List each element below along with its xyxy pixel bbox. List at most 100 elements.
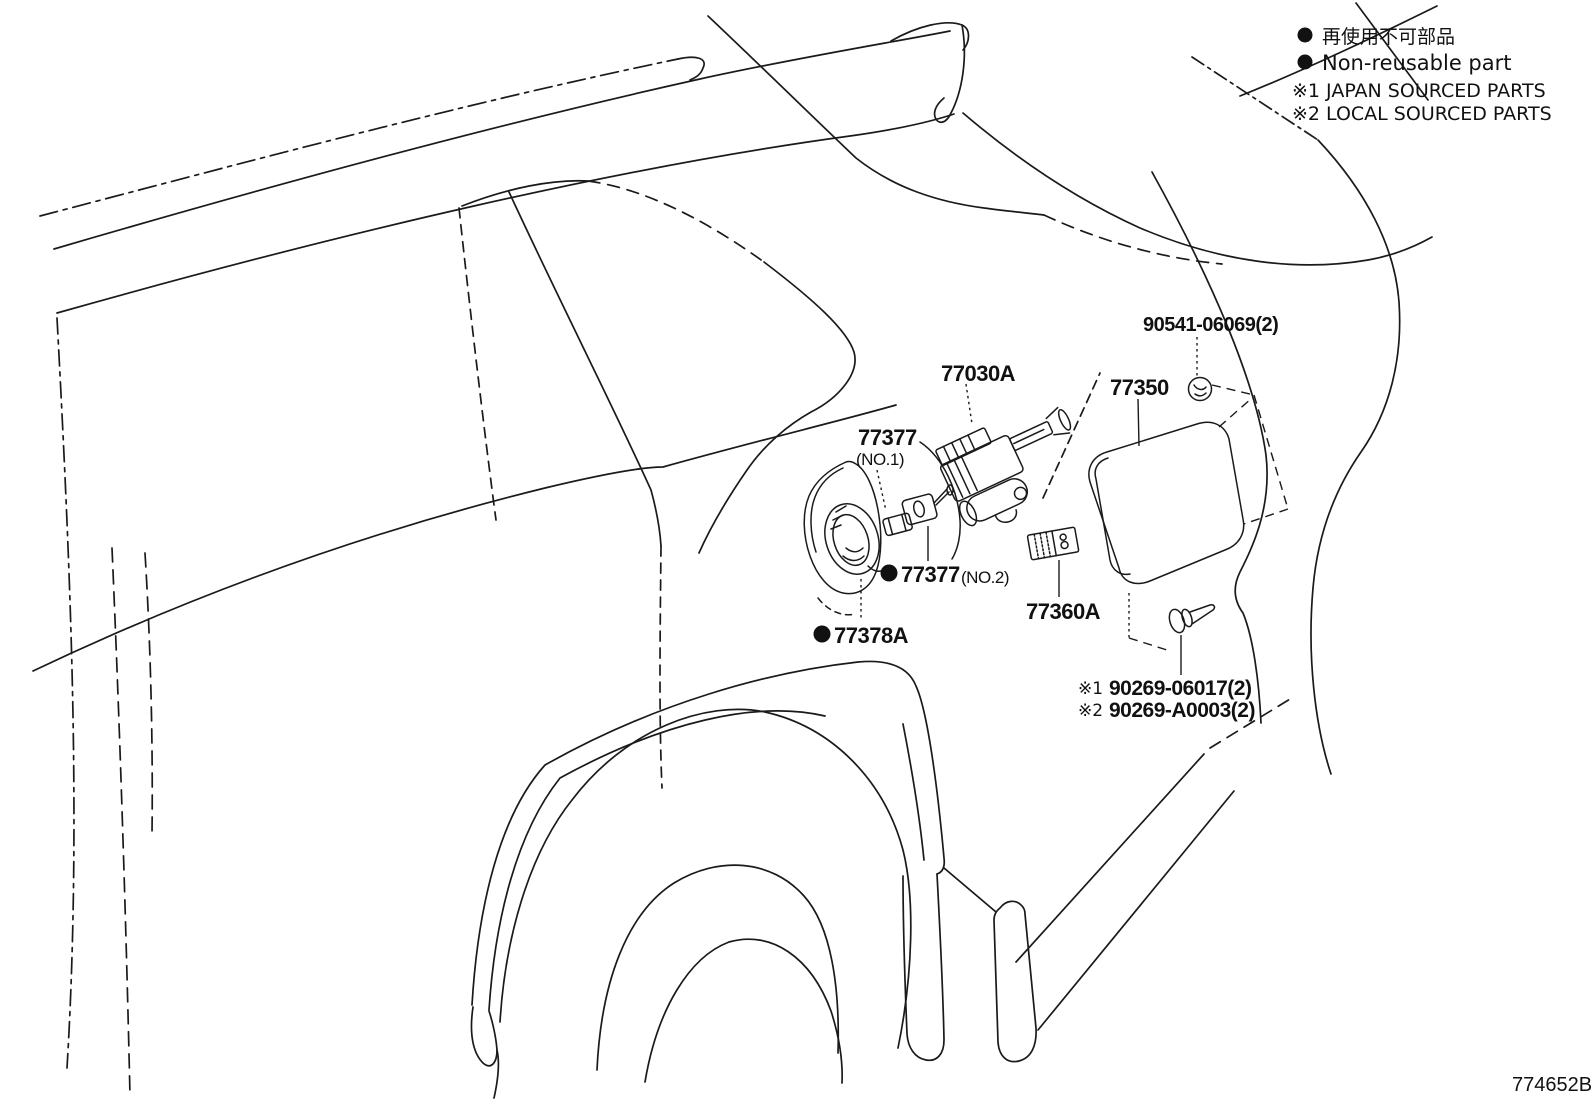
projection-dash-top: [1211, 384, 1255, 396]
screw-shaft: [1189, 604, 1216, 625]
lock-top-ribs: [942, 434, 976, 463]
part-label-77377-no1: 77377: [858, 425, 917, 450]
part-labels: 90541-06069(2) 77030A 77350 77377 (NO.1)…: [813, 314, 1279, 722]
name-label-glyph-top: [1059, 533, 1067, 541]
leader-77030A: [965, 383, 973, 425]
grommet-body: [1187, 376, 1213, 402]
plunger-pin: [933, 488, 950, 506]
wheel-liner-arc: [644, 938, 843, 1084]
cushion-no2-hole: [912, 500, 926, 518]
screw-part: [1168, 604, 1216, 634]
part-label-77350: 77350: [1110, 375, 1169, 400]
non-reusable-dot-77378A: [813, 625, 831, 643]
part-label-77030A: 77030A: [941, 361, 1016, 386]
door-hidden-edge-2: [111, 547, 131, 1097]
lock-motor-body: [939, 434, 1024, 502]
cushion-no2-part: [901, 493, 938, 526]
housing-ribs: [830, 505, 847, 530]
quarter-panel-hidden-line: [659, 545, 663, 789]
bumper-top-edge-1: [1015, 753, 1205, 963]
housing-inner-edge: [810, 467, 844, 553]
door-hidden-edge-1: [56, 317, 75, 1069]
roof-rail-hidden-line: [39, 58, 679, 217]
fuel-lid-outline: [1088, 421, 1245, 585]
screw-head: [1168, 608, 1186, 634]
part-label-90541: 90541-06069(2): [1143, 314, 1278, 336]
flare-band-inner: [488, 710, 826, 1011]
lock-bracket-u: [994, 509, 1018, 524]
flare-band-outer: [471, 660, 946, 1006]
projection-dash-return: [1243, 508, 1289, 525]
part-label-77377-no2: 77377: [901, 562, 960, 587]
grommet-part: [1187, 376, 1213, 402]
non-reusable-dot-77377: [880, 564, 898, 582]
vehicle-outline: [32, 2, 1438, 1099]
sail-panel-hook: [698, 261, 856, 554]
part-label-90269-local: 90269-A0003(2): [1109, 699, 1255, 722]
lock-bracket-arm: [1009, 421, 1054, 451]
cushion-no1-ribs: [887, 513, 907, 536]
legend-bullet-jp: [1297, 27, 1313, 43]
projection-dash-to-screw: [1128, 637, 1168, 651]
name-label-hatch: [1033, 531, 1052, 560]
housing-ring-outer: [824, 503, 880, 575]
roof-edge-line: [53, 30, 951, 250]
fuel-filler-housing-part: [803, 460, 887, 616]
tail-lamp-edge: [1151, 171, 1268, 724]
sail-panel-hidden: [587, 180, 765, 263]
spoiler-top-edge: [890, 22, 970, 51]
leader-77377-no1: [876, 469, 887, 512]
legend-bullet-en: [1297, 54, 1313, 70]
lock-pivot: [1013, 486, 1028, 501]
figure-number: 774652B: [1512, 1074, 1592, 1096]
housing-hidden-arc: [817, 597, 857, 616]
lock-fork-end: [1057, 408, 1072, 431]
part-label-90269-japan: 90269-06017(2): [1109, 677, 1251, 700]
sail-panel-top: [461, 179, 589, 207]
body-hidden-diagonal: [1042, 372, 1101, 499]
plunger-pin-washer: [946, 484, 954, 496]
name-label-body: [1026, 526, 1080, 561]
legend-source-ref-1: ※1 JAPAN SOURCED PARTS: [1292, 80, 1546, 102]
flare-leg-inner-edge: [902, 723, 925, 861]
leader-77350: [1137, 398, 1140, 447]
housing-shading: [842, 547, 865, 562]
projection-dash-right: [1253, 394, 1289, 510]
tailgate-hidden-edge: [1191, 56, 1319, 141]
tailgate-lower-edge: [1043, 214, 1223, 265]
door-hidden-edge-3: [144, 552, 154, 835]
lock-arm-slot: [1013, 428, 1045, 445]
label-pointer-curve: [919, 441, 961, 560]
fuel-lid-thickness: [1094, 457, 1131, 576]
grommet-detail: [1193, 384, 1207, 397]
bumper-joint-line: [943, 867, 997, 913]
flare-band-leg-cap: [470, 1006, 498, 1067]
ref-mark-2: ※2: [1078, 701, 1103, 721]
lock-fork: [1045, 406, 1071, 436]
quarter-window-rear-edge: [458, 207, 497, 521]
bumper-hidden-edge: [1209, 695, 1296, 749]
tailgate-glass-edge: [962, 112, 1433, 266]
wheel-opening: [596, 864, 840, 1071]
legend-source-ref-2: ※2 LOCAL SOURCED PARTS: [1292, 103, 1552, 125]
legend: 再使用不可部品 Non-reusable part ※1 JAPAN SOURC…: [1292, 26, 1552, 125]
wheel-arch-flare: [499, 708, 912, 1049]
part-note-no1: (NO.1): [856, 450, 904, 469]
far-side-roof-line: [707, 15, 1045, 216]
leader-lines: [860, 337, 1198, 675]
part-label-77378A: 77378A: [834, 623, 909, 648]
part-note-no2: (NO.2): [961, 568, 1009, 587]
bumper-side-strip: [902, 873, 945, 1062]
cushion-no1-part: [882, 512, 913, 537]
part-label-77360A: 77360A: [1026, 599, 1101, 624]
name-label-glyph-bottom: [1060, 540, 1069, 550]
ref-mark-1: ※1: [1078, 679, 1103, 699]
lock-assembly-part: [935, 406, 1072, 527]
belt-line: [32, 404, 897, 672]
name-label-part: [1026, 526, 1080, 561]
pillar-front-edge: [508, 191, 662, 547]
roof-rail-endcap: [677, 56, 705, 81]
corner-body-line: [1239, 5, 1438, 97]
